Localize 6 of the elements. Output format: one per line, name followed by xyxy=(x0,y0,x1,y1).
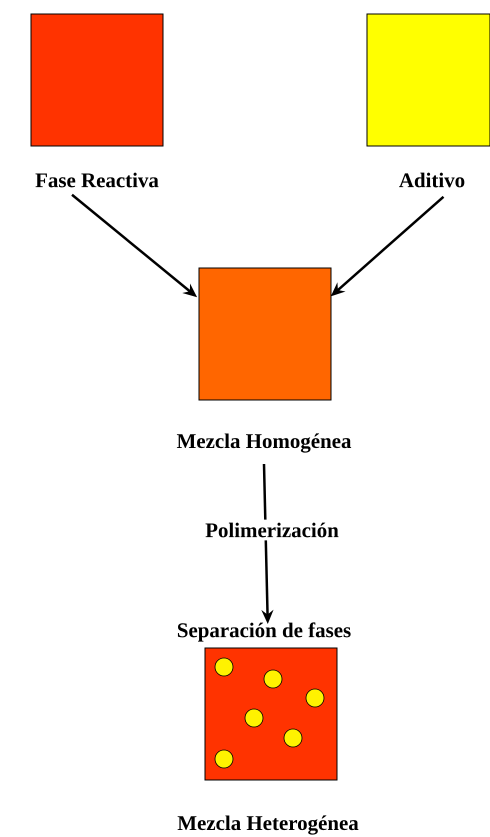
node-label: Aditivo xyxy=(399,172,464,188)
node-label: Separación de fases xyxy=(178,622,351,642)
edge-label: Polimerización xyxy=(202,520,342,540)
node-label: Fase Reactiva xyxy=(36,172,159,188)
node-label: Mezcla Heterogénea xyxy=(178,815,358,835)
node-label: Mezcla Homogénea xyxy=(176,433,352,453)
